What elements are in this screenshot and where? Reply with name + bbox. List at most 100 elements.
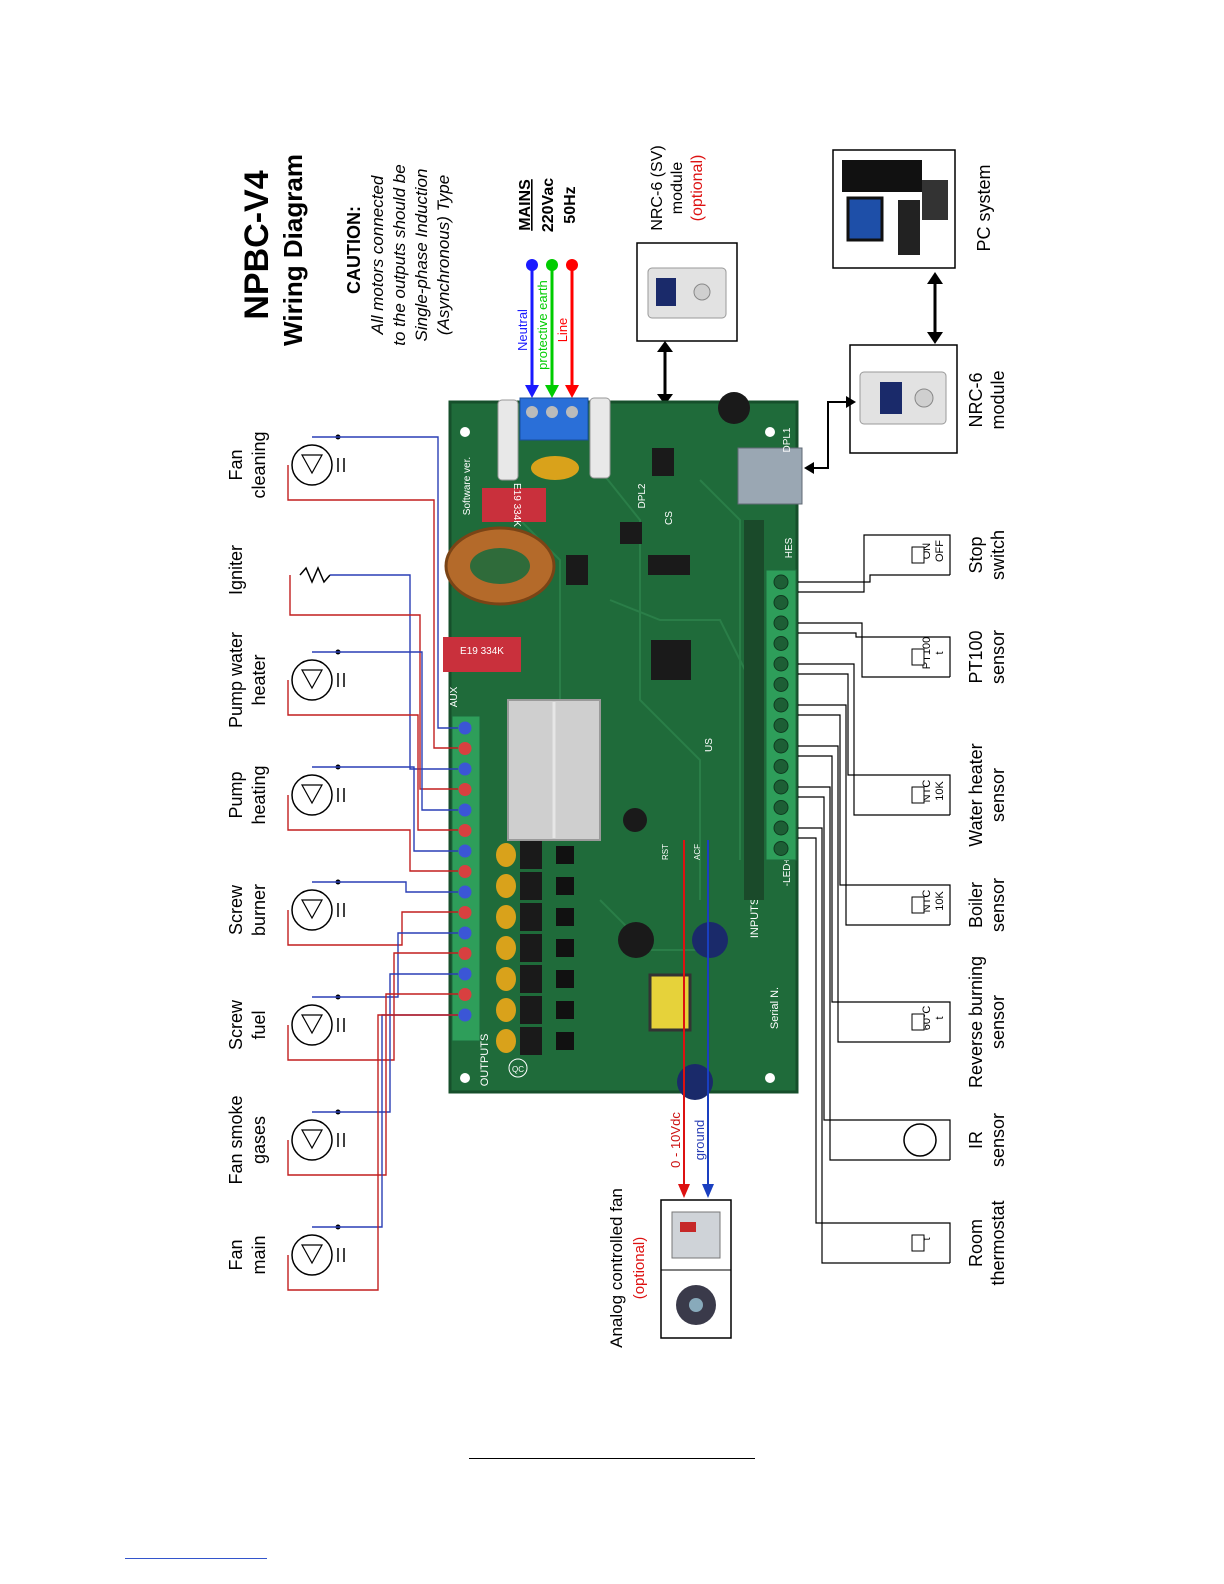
earth-dot — [546, 259, 558, 271]
rst-label: RST — [661, 844, 670, 860]
output-label-7-l1: Fan — [226, 1239, 246, 1270]
neutral-label: Neutral — [515, 309, 530, 351]
software-label: Software ver. — [462, 457, 473, 515]
mains-terminal-block — [519, 397, 589, 441]
pc-tower-icon — [842, 160, 922, 192]
hes-label: HES — [784, 537, 795, 558]
outputs-label: OUTPUTS — [479, 1034, 491, 1087]
electrolytic-cap-5 — [677, 1064, 713, 1100]
nrc6sv-l1: NRC-6 (SV) — [649, 145, 666, 230]
terminal-pe — [546, 406, 558, 418]
input-terminal-12 — [773, 820, 789, 836]
board-arrow-in — [804, 462, 814, 474]
sensor-icon-2 — [911, 786, 925, 804]
analog-fan-optional: (optional) — [631, 1237, 648, 1300]
input-wire-a-3 — [798, 704, 950, 926]
ir-sensor-icon — [903, 1123, 937, 1157]
sensor-icon-1 — [911, 648, 925, 666]
motor-wire-l-5 — [287, 952, 458, 1061]
input-label-2-l2: sensor — [988, 768, 1008, 822]
analog-fan-label: Analog controlled fan — [607, 1188, 626, 1348]
output-label-4-l2: burner — [249, 884, 269, 936]
triac-4 — [520, 965, 542, 993]
input-extra1-6: t — [921, 1237, 933, 1240]
motor-icon-4 — [291, 889, 333, 931]
toroid-core — [470, 548, 530, 584]
input-label-5-l1: IR — [966, 1131, 986, 1149]
electrolytic-cap-2 — [623, 808, 647, 832]
nrc6sv-l2: module — [669, 162, 686, 215]
optocoupler-2 — [556, 908, 574, 926]
nrc6-board-link — [812, 401, 848, 469]
output-label-0-l1: Fan — [226, 449, 246, 480]
pcb-traces — [519, 469, 761, 951]
mains-voltage: 220Vac — [540, 178, 557, 232]
pcb-board: E19 334K E19 334K DPL1 DPL2 CS — [443, 392, 803, 1100]
motor-wire-n-4 — [312, 881, 458, 893]
electrolytic-cap-1 — [718, 392, 750, 424]
red-cap-1-label: E19 334K — [511, 483, 522, 527]
yellow-cap-4 — [496, 967, 516, 991]
inverter-icon — [671, 1211, 721, 1259]
output-terminal-2 — [458, 762, 472, 776]
earth-label: protective earth — [535, 280, 550, 370]
optocoupler-0 — [556, 846, 574, 864]
triac-1 — [520, 872, 542, 900]
input-terminal-6 — [773, 697, 789, 713]
input-wire-b-1 — [798, 632, 951, 677]
pc-arrow-down — [927, 332, 943, 344]
igniter-wire-l — [289, 575, 458, 790]
dpl1-connector — [737, 447, 803, 505]
output-label-3-l1: Pump — [226, 771, 246, 818]
motor-wire-n-3 — [312, 766, 458, 852]
caution-line-2: to the outputs should be — [390, 164, 409, 345]
ground-label: ground — [692, 1120, 707, 1160]
motor-winding-0 — [300, 454, 324, 475]
motor-wire-l-2 — [287, 680, 458, 831]
motor-wire-l-3 — [287, 795, 458, 872]
electrolytic-cap-4 — [692, 922, 728, 958]
nrc6-l2: module — [988, 370, 1008, 429]
aux-label: AUX — [449, 686, 460, 707]
input-wire-b-6 — [798, 837, 951, 1263]
triac-6 — [520, 1027, 542, 1055]
electrolytic-cap-3 — [618, 922, 654, 958]
inputs-label: INPUTS — [749, 898, 761, 938]
nrc6-module: NRC-6 module — [804, 344, 1008, 474]
motor-winding-2 — [300, 669, 324, 690]
motor-wire-l-0 — [287, 465, 458, 749]
footer-separator — [469, 1458, 755, 1459]
caution-heading: CAUTION: — [344, 206, 364, 294]
fan-motor-hub — [689, 1298, 703, 1312]
dpl2-label: DPL2 — [637, 483, 648, 508]
output-label-6-l1: Fan smoke — [226, 1095, 246, 1184]
cs-label: CS — [664, 511, 675, 525]
line-arrowhead — [565, 385, 579, 398]
motor-icon-6 — [291, 1119, 333, 1161]
input-terminals — [773, 574, 789, 856]
igniter-wire-n — [330, 574, 458, 770]
triac-5 — [520, 996, 542, 1024]
nrc6-l1: NRC-6 — [966, 372, 986, 427]
pc-system: PC system — [832, 149, 994, 344]
input-wire-a-2 — [798, 663, 950, 816]
yellow-cap-5 — [496, 998, 516, 1022]
serial-label: Serial N. — [769, 987, 781, 1029]
output-terminals — [458, 721, 472, 1022]
yellow-cap-0 — [496, 843, 516, 867]
mains-block: MAINS 220Vac 50Hz Neutral protective ear… — [515, 178, 579, 398]
motor-wire-n-0 — [312, 436, 458, 729]
motor-icon-3 — [291, 774, 333, 816]
input-wire-a-4 — [798, 745, 950, 1043]
caution-line-1: All motors connected — [368, 175, 387, 335]
output-label-2-l1: Pump water — [226, 632, 246, 728]
yellow-cap-2 — [496, 905, 516, 929]
input-terminal-5 — [773, 677, 789, 692]
mount-hole-3 — [765, 1073, 775, 1083]
title-main: NPBC-V4 — [238, 170, 276, 319]
input-label-0-l1: Stop — [966, 536, 986, 573]
output-label-6-l2: gases — [249, 1116, 269, 1164]
ic-chip-2 — [566, 555, 588, 585]
